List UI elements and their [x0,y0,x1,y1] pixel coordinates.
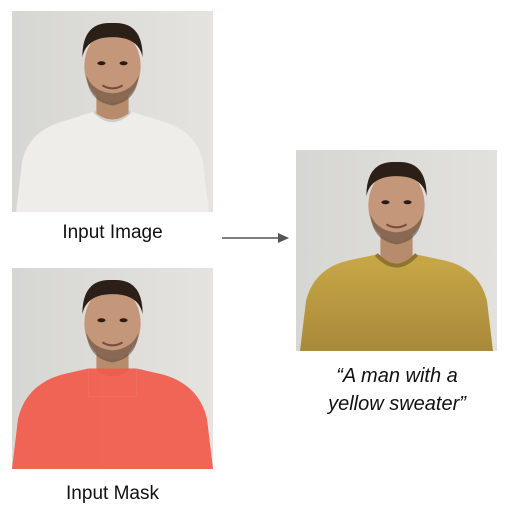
output-image [296,150,497,351]
output-caption: “A man with a yellow sweater” [286,362,508,418]
output-photo [296,150,497,351]
caption-line-2: yellow sweater” [328,393,466,415]
mask-overlay [12,368,213,469]
input-photo [12,11,213,212]
input-image-label: Input Image [62,222,163,243]
arrow-right-icon [222,233,289,243]
input-image [12,11,213,212]
mask-photo [12,268,213,469]
input-mask [12,268,213,469]
caption-line-1: “A man with a [336,365,458,387]
input-mask-label: Input Mask [66,483,159,504]
